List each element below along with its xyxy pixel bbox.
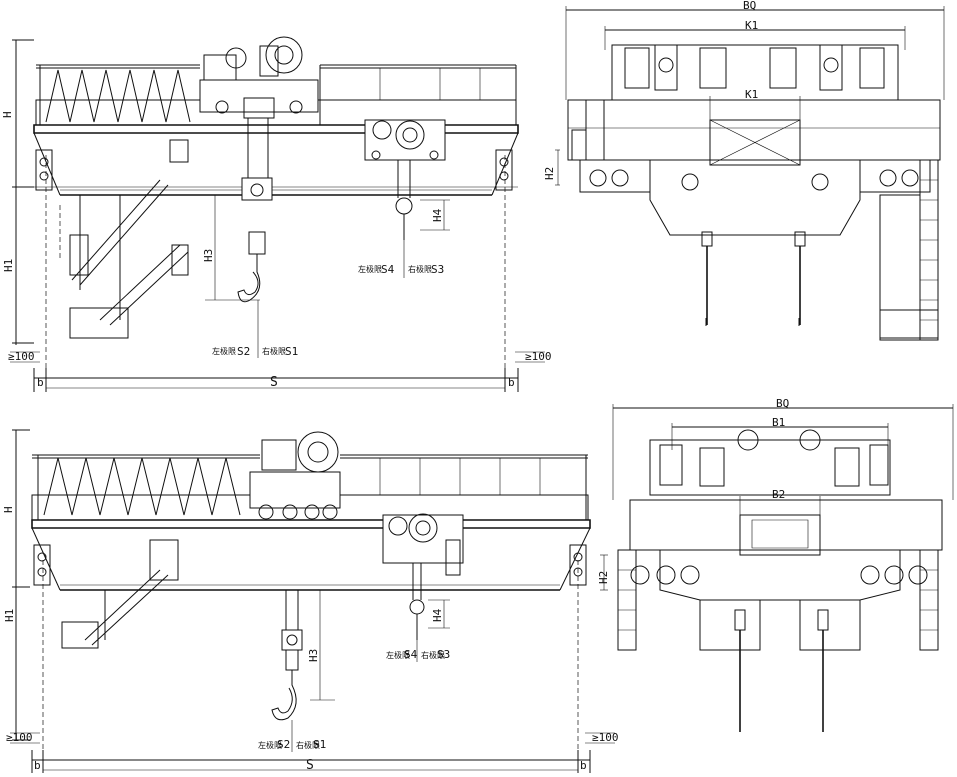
top-main-right-limit-text: 右极限: [262, 346, 286, 356]
top-dim-b-left: b: [37, 376, 44, 389]
bottom-main-right-limit-code: S1: [313, 738, 326, 751]
bottom-dim-h3-label: H3: [307, 649, 320, 662]
bottom-clear-right-label: ≥100: [592, 731, 619, 744]
bottom-dim-h4-label: H4: [431, 608, 444, 622]
top-aux-left-limit-code: S4: [381, 263, 395, 276]
top-dim-b-right: b: [508, 376, 515, 389]
top-dim-s-label: S: [270, 375, 278, 390]
top-clear-left-label: ≥100: [8, 350, 35, 363]
top-aux-right-limit-code: S3: [431, 263, 444, 276]
bottom-aux-left-limit-text: 左极限: [386, 650, 410, 660]
bottom-main-left-limit-code: S2: [277, 738, 290, 751]
bottom-clear-left-label: ≥100: [6, 731, 33, 744]
bottom-dim-b-right: b: [580, 759, 587, 772]
top-aux-left-limit-text: 左极限: [358, 264, 382, 274]
top-dim-h3-label: H3: [202, 249, 215, 262]
top-side-elevation: BQ K1 K1 H2: [543, 0, 944, 340]
top-dim-bq-label: BQ: [743, 0, 756, 12]
bottom-main-right-limit-text: 右极限: [296, 740, 320, 750]
top-main-left-limit-text: 左极限: [212, 346, 236, 356]
bottom-dim-h2-label: H2: [597, 571, 610, 584]
bottom-dim-bq-label: BQ: [776, 397, 789, 410]
top-front-elevation: H H1 ≥100 ≥100 b b S: [1, 37, 552, 392]
bottom-side-elevation: BQ B1 B2 H2: [597, 397, 953, 732]
bottom-aux-left-limit-code: S4: [404, 648, 418, 661]
bottom-aux-right-limit-text: 右极限: [421, 650, 445, 660]
bottom-dim-h-label: H: [2, 506, 15, 513]
bottom-dim-b1-label: B1: [772, 416, 785, 429]
bottom-main-left-limit-text: 左极限: [258, 740, 282, 750]
top-main-left-limit-code: S2: [237, 345, 250, 358]
bottom-dim-b-left: b: [34, 759, 41, 772]
top-main-right-limit-code: S1: [285, 345, 298, 358]
bottom-dim-h1-label: H1: [3, 609, 16, 622]
top-dim-k1-lower: K1: [745, 88, 758, 101]
top-aux-right-limit-text: 右极限: [408, 264, 432, 274]
bottom-front-elevation: H H1 ≥100 ≥100 b b S: [2, 430, 619, 773]
top-dim-h4-label: H4: [431, 208, 444, 222]
top-dim-h1-label: H1: [2, 259, 15, 272]
bottom-aux-right-limit-code: S3: [437, 648, 450, 661]
top-clear-right-label: ≥100: [525, 350, 552, 363]
bottom-dim-s-label: S: [306, 758, 314, 773]
top-dim-h2-label: H2: [543, 167, 556, 180]
top-dim-k1-upper: K1: [745, 19, 758, 32]
top-dim-h-label: H: [1, 111, 14, 118]
